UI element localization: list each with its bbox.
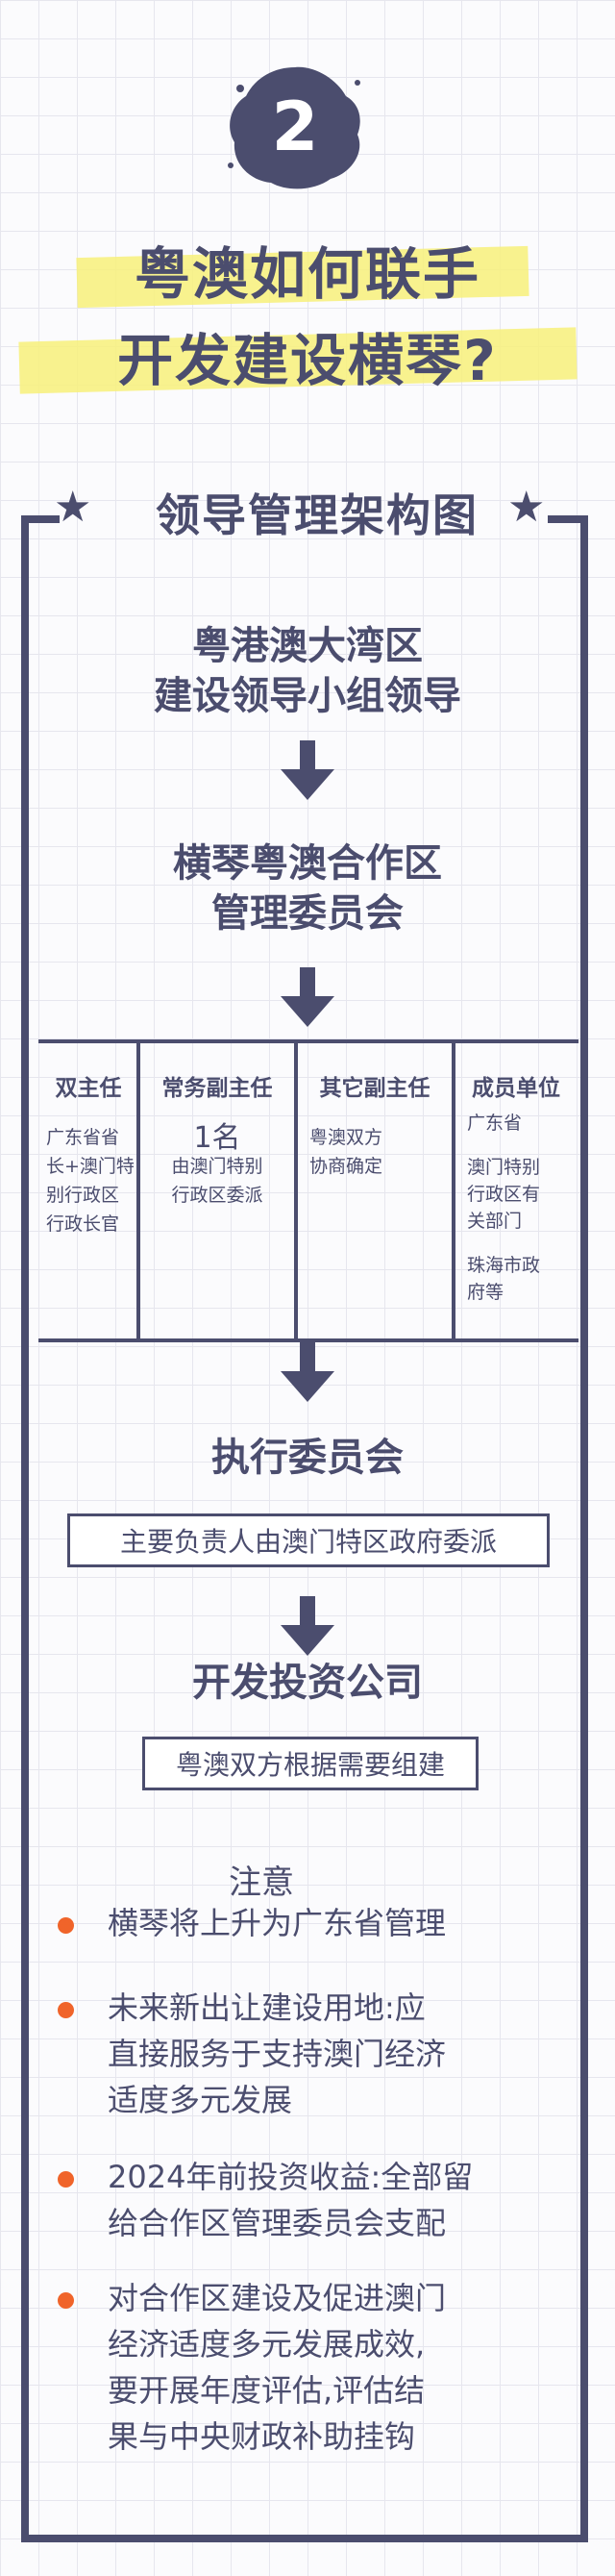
star-icon: ★ — [54, 483, 92, 532]
note-item: 对合作区建设及促进澳门 经济适度多元发展成效, 要开展年度评估,评估结 果与中央… — [108, 2280, 447, 2455]
diagram-frame — [21, 515, 588, 2542]
node-management-committee: 横琴粤澳合作区 管理委员会 — [38, 838, 577, 938]
note-item: 2024年前投资收益:全部留 给合作区管理委员会支配 — [108, 2159, 474, 2241]
note-item: 未来新出让建设用地:应 直接服务于支持澳门经济 适度多元发展 — [108, 1989, 447, 2118]
column-body-member-units: 广东省 澳门特别 行政区有 关部门 珠海市政 府等 — [467, 1113, 541, 1303]
badge-number: 2 — [271, 88, 319, 166]
bullet-dot — [58, 2292, 74, 2309]
section-title: 领导管理架构图 — [156, 489, 479, 541]
column-head-other-deputies: 其它副主任 — [319, 1076, 430, 1101]
frame-top-right — [548, 515, 588, 523]
column-big-count: 1名 — [193, 1121, 241, 1155]
node-leading-group: 粤港澳大湾区 建设领导小组领导 — [38, 621, 577, 721]
column-body-executive-deputy: 由澳门特别 行政区委派 — [171, 1156, 263, 1206]
note-item: 横琴将上升为广东省管理 — [108, 1905, 447, 1941]
ink-splash-icon — [228, 66, 360, 189]
title-line-2: 开发建设横琴? — [117, 328, 498, 393]
column-body-dual-directors: 广东省省 长+澳门特 别行政区 行政长官 — [46, 1127, 135, 1235]
notes-title: 注意 — [229, 1863, 294, 1902]
node-text: 建设领导小组领导 — [154, 674, 461, 718]
bullet-dot — [58, 1917, 74, 1934]
column-body-other-deputies: 粤澳双方 协商确定 — [309, 1127, 383, 1177]
arrow-down-icon — [281, 1342, 334, 1402]
bullet-dot — [58, 2002, 74, 2018]
arrow-down-icon — [281, 1596, 334, 1656]
node-text: 横琴粤澳合作区 — [173, 841, 442, 886]
number-badge: 2 — [223, 60, 367, 194]
table-lines — [38, 1039, 578, 1342]
node-executive-committee: 执行委员会 — [211, 1436, 404, 1480]
investment-company-note: 粤澳双方根据需要组建 — [142, 1737, 479, 1790]
star-icon: ★ — [507, 483, 546, 532]
node-text: 粤港澳大湾区 — [192, 624, 423, 668]
column-head-dual-directors: 双主任 — [55, 1076, 122, 1101]
bullet-dot — [58, 2171, 74, 2188]
column-head-member-units: 成员单位 — [472, 1076, 560, 1101]
arrow-down-icon — [281, 740, 334, 800]
node-investment-company: 开发投资公司 — [192, 1661, 423, 1705]
node-text: 管理委员会 — [211, 891, 404, 936]
column-head-executive-deputy: 常务副主任 — [161, 1076, 273, 1101]
executive-committee-note: 主要负责人由澳门特区政府委派 — [67, 1513, 550, 1567]
title-line-1: 粤澳如何联手 — [134, 241, 480, 307]
arrow-down-icon — [281, 967, 334, 1027]
frame-top-left — [21, 515, 60, 523]
committee-table: 双主任 广东省省 长+澳门特 别行政区 行政长官 常务副主任 1名 由澳门特别 … — [38, 1038, 578, 1346]
